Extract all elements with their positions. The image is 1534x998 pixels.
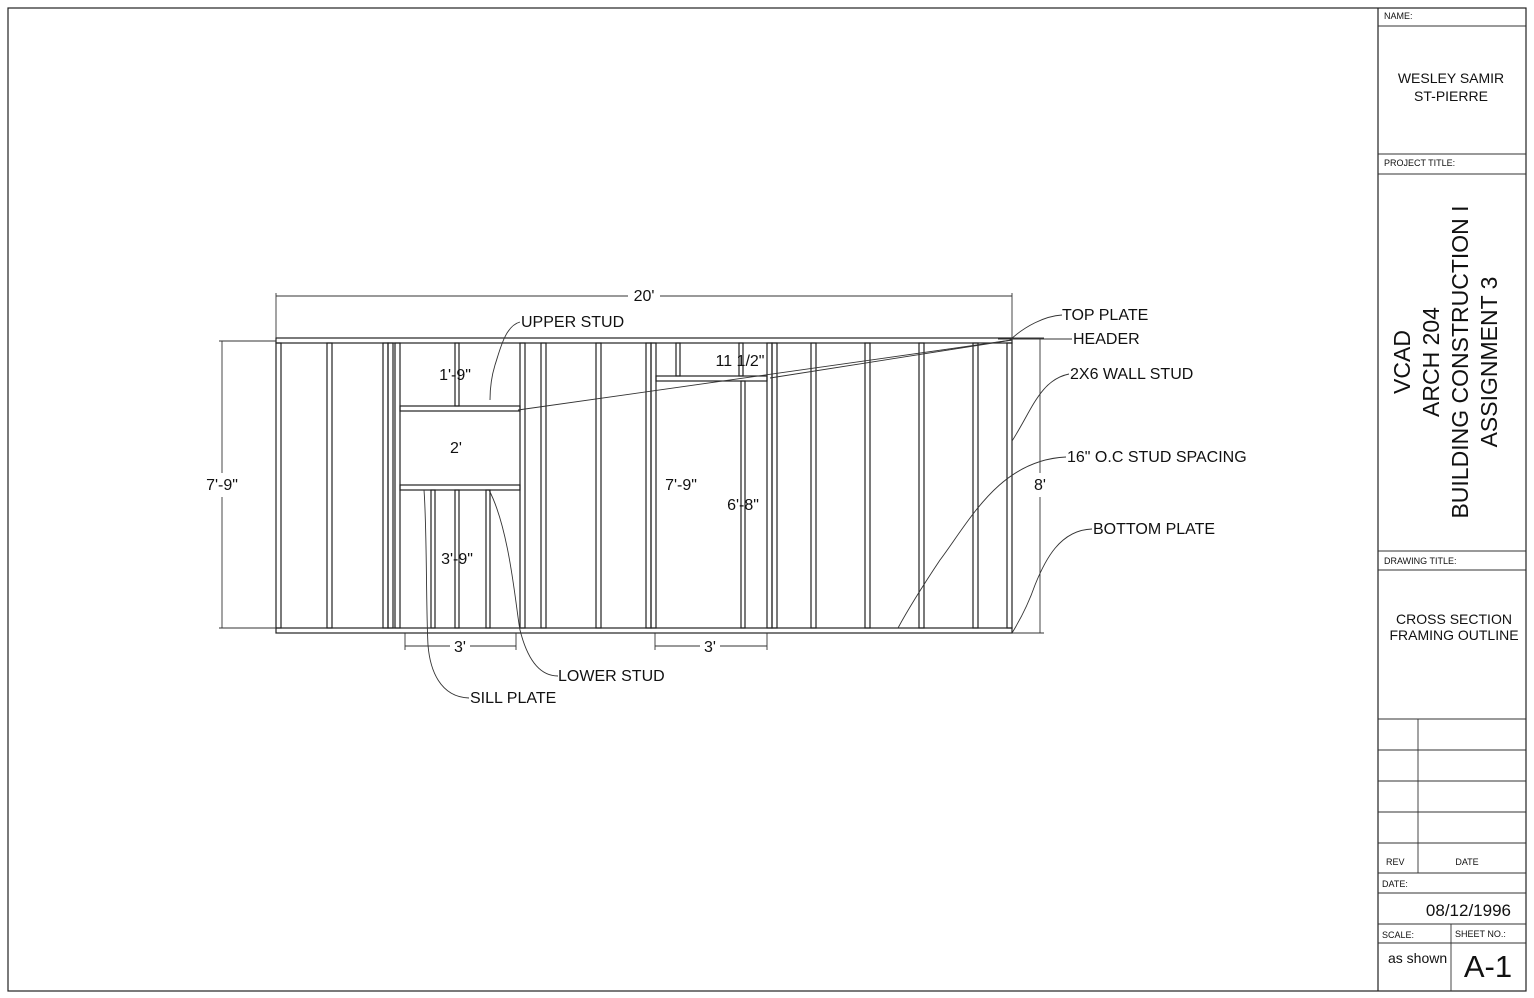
wall-stud [275,342,282,629]
wall-framing [275,337,1013,634]
wall-stud [864,342,871,629]
right-height-dim: 8' [1034,477,1046,494]
project-line-1: VCAD [1389,330,1415,394]
wall-stud [382,342,389,629]
sheet-no-label: SHEET NO.: [1455,929,1506,939]
project-title: VCAD ARCH 204 BUILDING CONSTRUCTION I AS… [1389,205,1502,518]
sheet-border [7,7,1527,992]
designer-name-line2: ST-PIERRE [1414,88,1488,104]
window-width-dim: 3' [454,639,466,656]
wall-stud [766,342,773,629]
callout-upper-stud: UPPER STUD [521,314,624,331]
wall-stud [519,342,526,629]
dimensions: 20' 7'-9" 8' 1'-9" 2' 3'-9" 3' 11 1/2" 7… [206,288,1046,656]
wall-stud [972,342,979,629]
drawing-title-line1: CROSS SECTION [1396,611,1512,627]
sill-plate [399,484,521,491]
lower-stud [485,489,491,629]
cripple-stud [738,342,744,377]
door-stud [740,380,746,629]
designer-name-line1: WESLEY SAMIR [1398,70,1504,86]
name-label: NAME: [1384,11,1413,21]
cripple-stud [675,342,681,377]
wall-stud [918,342,925,629]
callout-bottom-plate: BOTTOM PLATE [1093,521,1215,538]
project-title-label: PROJECT TITLE: [1384,158,1455,168]
rev-label: REV [1386,857,1405,867]
door-opening-height-dim: 7'-9" [665,477,697,494]
project-line-2: ARCH 204 [1418,307,1444,417]
callout-wall-stud: 2X6 WALL STUD [1070,366,1193,383]
scale-label: SCALE: [1382,930,1414,940]
wall-stud [645,342,652,629]
callouts: UPPER STUD TOP PLATE HEADER 2X6 WALL STU… [423,307,1247,707]
drawing-title-line2: FRAMING OUTLINE [1389,627,1518,643]
top-plate [275,337,1013,344]
callout-stud-spacing: 16" O.C STUD SPACING [1067,449,1247,466]
window-height-dim: 2' [450,440,462,457]
wall-stud [540,342,547,629]
wall-stud [595,342,602,629]
date-value: 08/12/1996 [1426,901,1511,920]
lower-stud [430,489,436,629]
lower-stud-height-dim: 3'-9" [441,551,473,568]
date-column-label: DATE [1455,857,1478,867]
bottom-plate [275,627,1013,634]
door-header-gap-dim: 11 1/2" [716,353,765,370]
drawing-title-label: DRAWING TITLE: [1384,556,1457,566]
left-height-dim: 7'-9" [206,477,238,494]
scale-value: as shown [1388,950,1447,966]
wall-stud [810,342,817,629]
door-width-dim: 3' [704,639,716,656]
wall-stud [650,342,657,629]
callout-header: HEADER [1073,331,1140,348]
door-height-dim: 6'-8" [727,497,759,514]
upper-stud-height-dim: 1'-9" [439,367,471,384]
title-block: NAME: WESLEY SAMIR ST-PIERRE PROJECT TIT… [1377,8,1526,991]
wall-stud [394,342,401,629]
door-header [655,375,768,382]
project-line-3: BUILDING CONSTRUCTION I [1447,205,1473,518]
date-label: DATE: [1382,879,1408,889]
wall-stud [1006,342,1013,629]
wall-studs [275,342,1013,629]
overall-width-dim: 20' [634,288,655,305]
callout-sill-plate: SILL PLATE [470,690,556,707]
sheet-no-value: A-1 [1464,949,1512,984]
upper-stud [454,342,460,407]
window-header [399,405,521,412]
lower-stud [454,489,460,629]
wall-stud [771,342,778,629]
wall-stud [387,342,394,629]
callout-lower-stud: LOWER STUD [558,668,665,685]
callout-top-plate: TOP PLATE [1062,307,1148,324]
wall-stud [326,342,333,629]
project-line-4: ASSIGNMENT 3 [1476,277,1502,448]
